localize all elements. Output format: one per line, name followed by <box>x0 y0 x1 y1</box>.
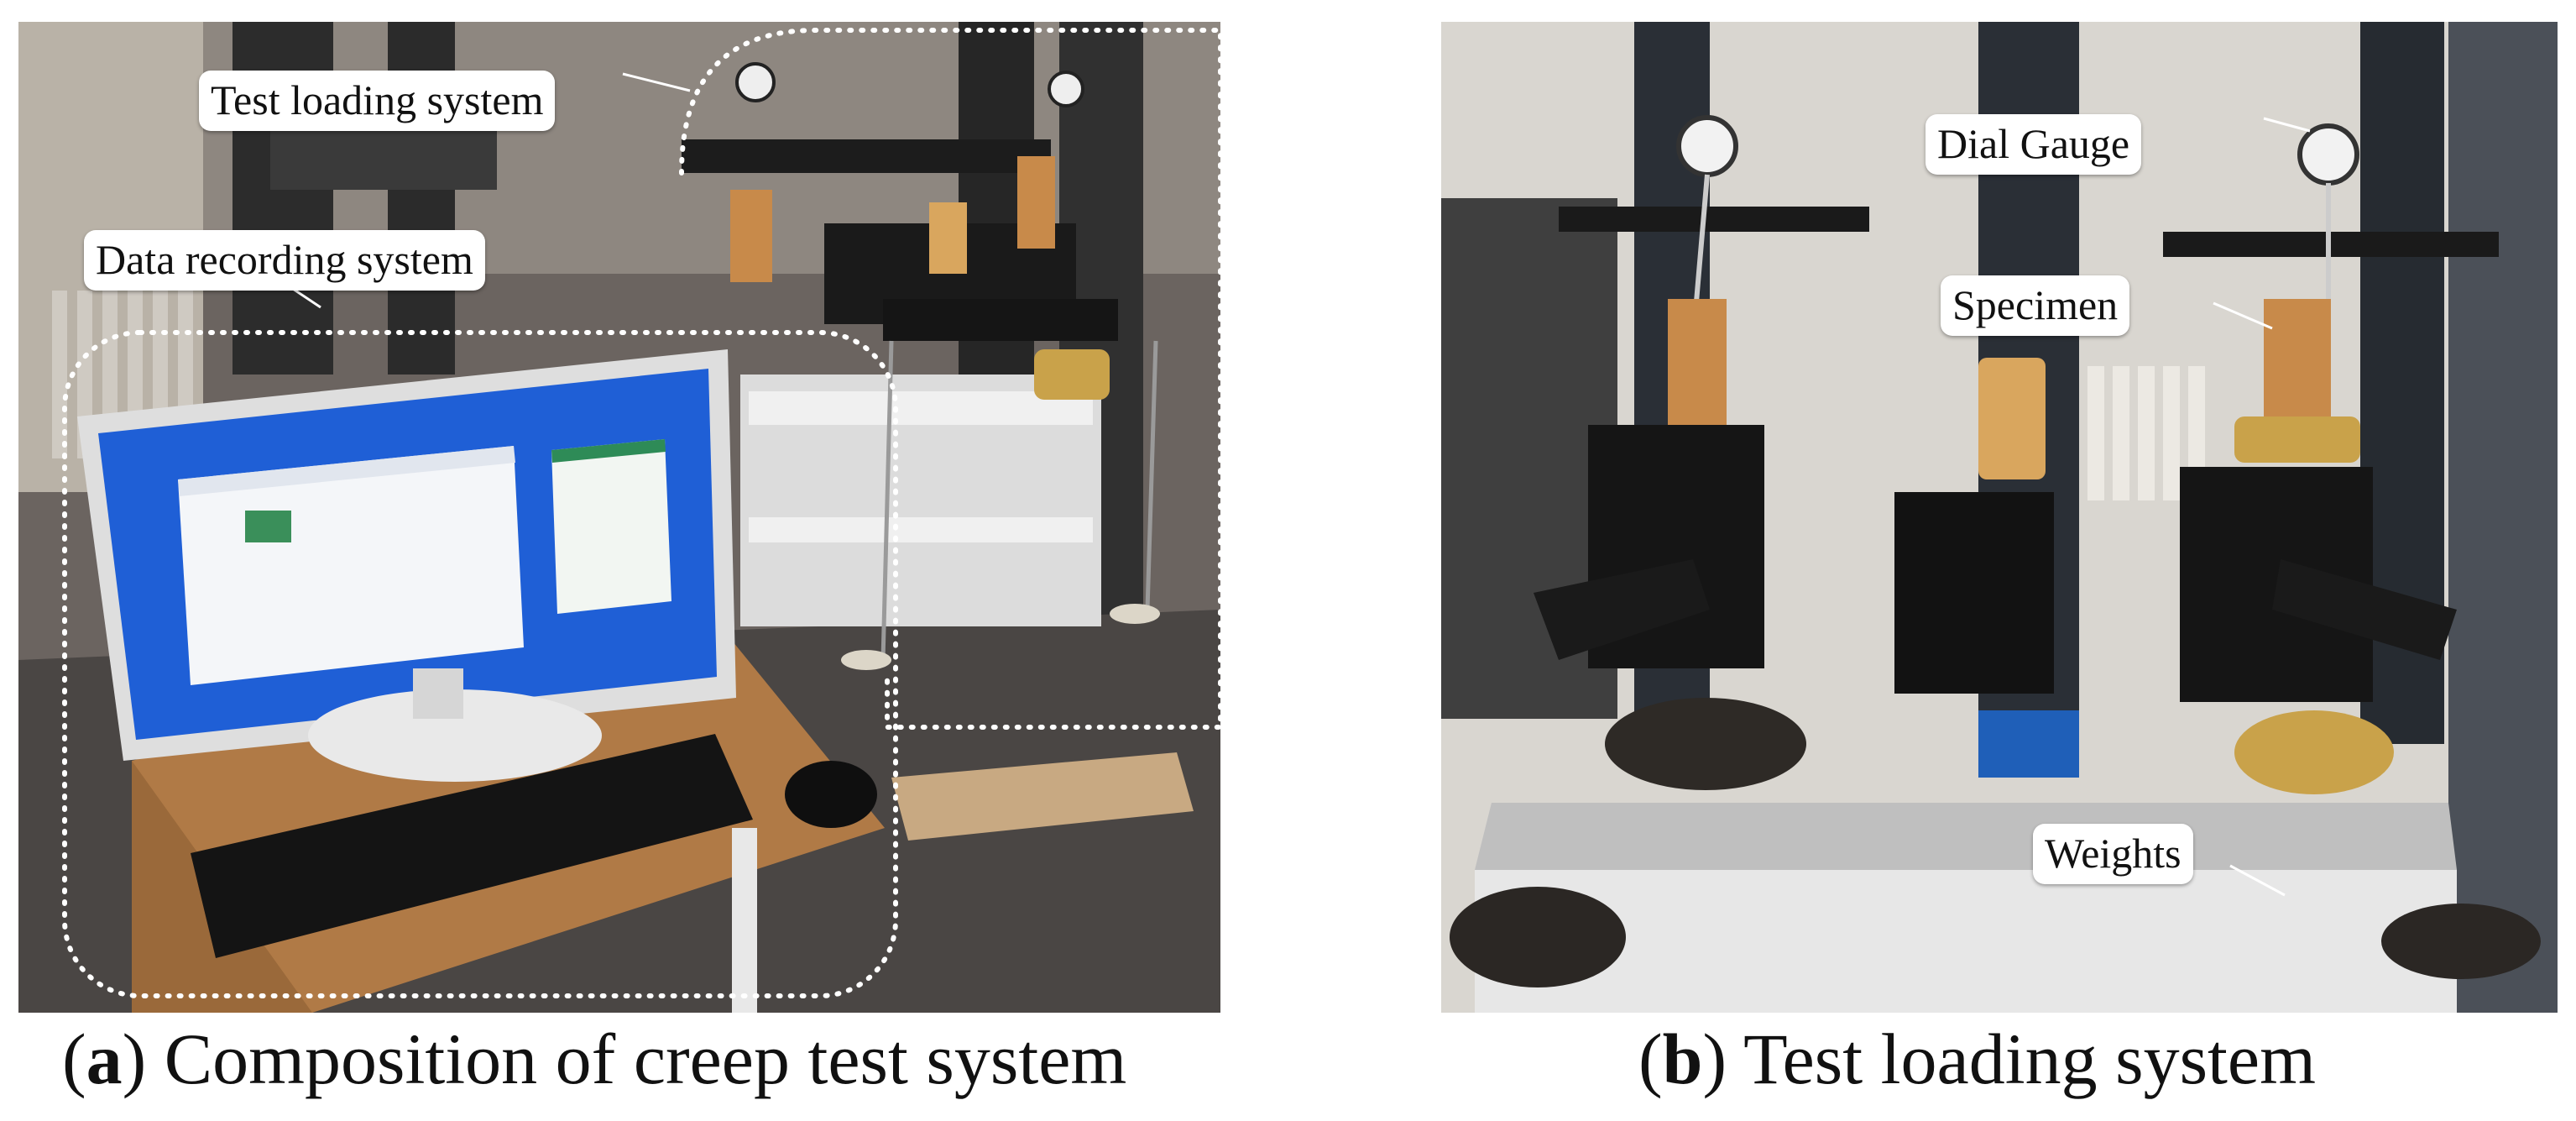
monitor <box>77 349 736 782</box>
mouse <box>785 761 877 828</box>
keyboard <box>191 734 753 958</box>
label-dial-gauge: Dial Gauge <box>1925 114 2142 175</box>
specimen-center <box>1978 358 2046 479</box>
caption-b-text: Test loading system <box>1743 1019 2316 1099</box>
photo-scene-a <box>18 22 1220 1013</box>
dotted-outline-test-loading <box>679 28 1220 730</box>
label-weights: Weights <box>2033 824 2193 884</box>
photo-scene-b <box>1441 22 2558 1013</box>
weight-left <box>1450 887 1626 987</box>
weight-right <box>2381 904 2541 979</box>
caption-b: (b) Test loading system <box>1638 1019 2316 1099</box>
caption-b-letter: b <box>1662 1019 1703 1099</box>
dotted-outline-data-recording <box>62 330 898 998</box>
specimen-right <box>2264 299 2331 433</box>
specimen-left <box>1668 299 1727 425</box>
label-test-loading-system: Test loading system <box>199 71 556 131</box>
caption-a-text: Composition of creep test system <box>164 1019 1127 1099</box>
caption-a-letter: a <box>86 1019 123 1099</box>
caption-a: (a) Composition of creep test system <box>62 1019 1127 1099</box>
weights-stack <box>1605 698 1806 790</box>
photo-creep-test-system: Test loading system Data recording syste… <box>18 22 1220 1013</box>
label-data-recording-system: Data recording system <box>84 230 485 291</box>
photo-test-loading-system: Dial Gauge Specimen Weights <box>1441 22 2558 1013</box>
label-specimen: Specimen <box>1941 275 2130 336</box>
